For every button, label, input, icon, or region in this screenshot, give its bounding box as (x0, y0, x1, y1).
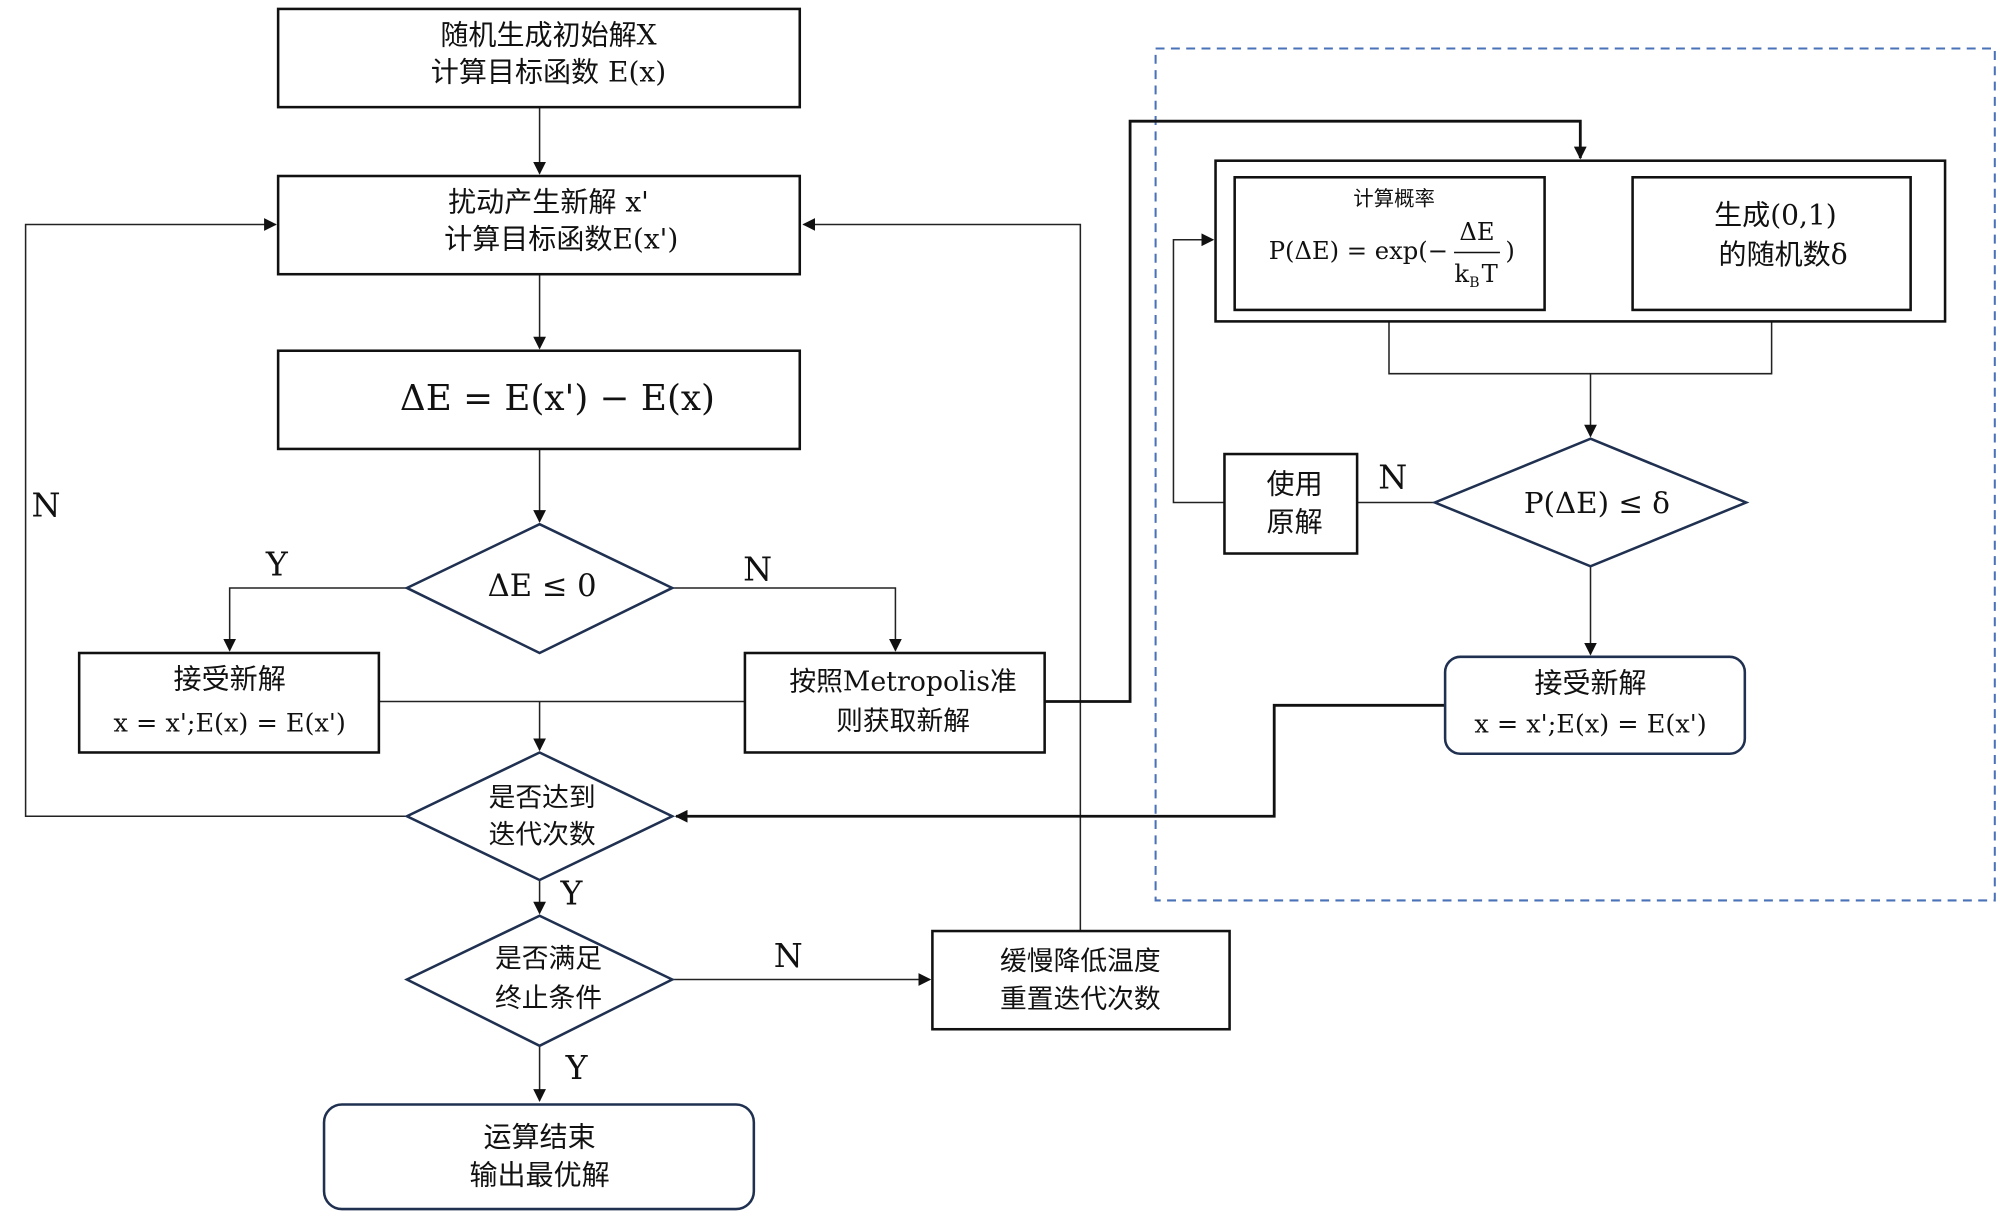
cond-stop-diamond: 是否满足 终止条件 (404, 914, 676, 1048)
prob-denominator-sub: B (1469, 275, 1479, 291)
perturb-line1: 扰动产生新解 x' (448, 186, 649, 219)
keep-line1: 使用 (1267, 467, 1323, 500)
prob-denominator-tail: T (1482, 260, 1498, 288)
arrow-metropolis-to-detail (1044, 119, 1587, 703)
arrow-accept2-to-iter (674, 703, 1446, 823)
accept2-line2: x = x';E(x) = E(x') (1474, 710, 1706, 740)
end-line1: 运算结束 (483, 1120, 595, 1153)
accept2-line1: 接受新解 (1534, 666, 1646, 699)
metropolis-box: 按照Metropolis准 则获取新解 (743, 651, 1046, 754)
cond-p-text: P(ΔE) ≤ δ (1524, 486, 1670, 520)
metropolis-detail-region (1154, 47, 1996, 902)
accept2-box: 接受新解 x = x';E(x) = E(x') (1443, 655, 1747, 756)
cond-stop-line1: 是否满足 (495, 943, 602, 974)
prob-close: ) (1505, 237, 1514, 265)
cool-line1: 缓慢降低温度 (1000, 946, 1161, 977)
cond-delta-text: ΔE ≤ 0 (488, 569, 597, 604)
prob-formula-left: P(ΔE) = exp(− (1269, 237, 1448, 265)
label-y-delta: Y (265, 544, 289, 583)
label-y-iter: Y (560, 873, 584, 912)
rand-line1: 生成(0,1) (1714, 198, 1837, 231)
metropolis-line2: 则获取新解 (836, 706, 970, 737)
label-n-iter: N (31, 486, 60, 525)
prob-numerator: ΔE (1459, 218, 1494, 246)
label-n-delta: N (743, 549, 772, 588)
prob-title: 计算概率 (1353, 187, 1435, 211)
cond-iter-line2: 迭代次数 (489, 820, 596, 851)
arrow-cool-loop (802, 218, 1082, 932)
perturb-box: 扰动产生新解 x' 计算目标函数E(x') (276, 174, 802, 276)
end-line2: 输出最优解 (469, 1159, 609, 1192)
keep-box: 使用 原解 (1223, 452, 1359, 555)
arrow-no-to-metropolis (672, 587, 902, 652)
cool-line2: 重置迭代次数 (1000, 984, 1161, 1015)
accept-box: 接受新解 x = x';E(x) = E(x') (77, 651, 381, 754)
end-box: 运算结束 输出最优解 (322, 1103, 756, 1211)
prob-box: 计算概率 P(ΔE) = exp(− ΔE k B T ) (1233, 176, 1546, 312)
prob-denominator: k (1454, 260, 1469, 288)
metropolis-line1: 按照Metropolis准 (789, 667, 1016, 698)
arrow-yes-to-accept (223, 587, 407, 652)
cool-box: 缓慢降低温度 重置迭代次数 (931, 929, 1231, 1031)
cond-stop-line2: 终止条件 (495, 983, 602, 1014)
delta-formula: ΔE = E(x') − E(x) (400, 378, 715, 419)
arrow-keep-loop (1172, 233, 1225, 504)
accept-line2: x = x';E(x) = E(x') (113, 708, 345, 738)
label-n-stop: N (774, 936, 803, 975)
accept-line1: 接受新解 (174, 663, 286, 696)
init-box: 随机生成初始解X 计算目标函数 E(x) (276, 7, 802, 109)
arrow-iter-no-loop (24, 218, 407, 818)
keep-line2: 原解 (1267, 506, 1323, 539)
cond-iter-line1: 是否达到 (489, 783, 596, 814)
cond-p-diamond: P(ΔE) ≤ δ (1431, 437, 1750, 568)
label-y-stop: Y (565, 1048, 589, 1087)
merge-prob-rand (1388, 309, 1773, 375)
cond-iter-diamond: 是否达到 迭代次数 (403, 751, 676, 882)
cond-delta-diamond: ΔE ≤ 0 (404, 522, 676, 655)
rand-box: 生成(0,1) 的随机数δ (1631, 176, 1912, 312)
init-line2: 计算目标函数 E(x) (431, 55, 666, 88)
init-line1: 随机生成初始解X (440, 18, 656, 51)
label-n-p: N (1378, 458, 1407, 497)
rand-line2: 的随机数δ (1719, 238, 1848, 271)
perturb-line2: 计算目标函数E(x') (444, 223, 678, 256)
delta-box: ΔE = E(x') − E(x) (276, 349, 802, 451)
connectors (24, 107, 1773, 1102)
